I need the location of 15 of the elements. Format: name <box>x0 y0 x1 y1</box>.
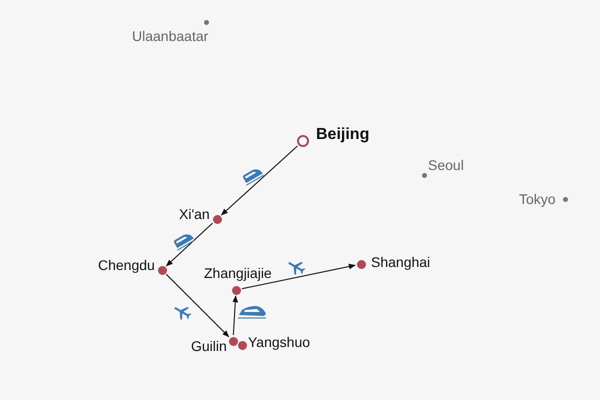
city-label: Zhangjiajie <box>204 265 272 281</box>
route-arrow <box>166 222 214 266</box>
city-label: Guilin <box>191 338 227 354</box>
city-label: Xi'an <box>179 206 210 222</box>
route-arrow <box>241 264 356 290</box>
city-label: Ulaanbaatar <box>132 28 208 44</box>
city-label: Seoul <box>428 157 464 173</box>
route-arrow <box>166 274 230 338</box>
city-label: Yangshuo <box>248 334 310 350</box>
city-label: Chengdu <box>98 257 155 273</box>
route-arrow <box>232 295 238 336</box>
route-arrow <box>220 146 298 216</box>
city-label: Beijing <box>316 126 370 144</box>
city-label: Shanghai <box>371 254 430 270</box>
city-label: Tokyo <box>519 191 556 207</box>
